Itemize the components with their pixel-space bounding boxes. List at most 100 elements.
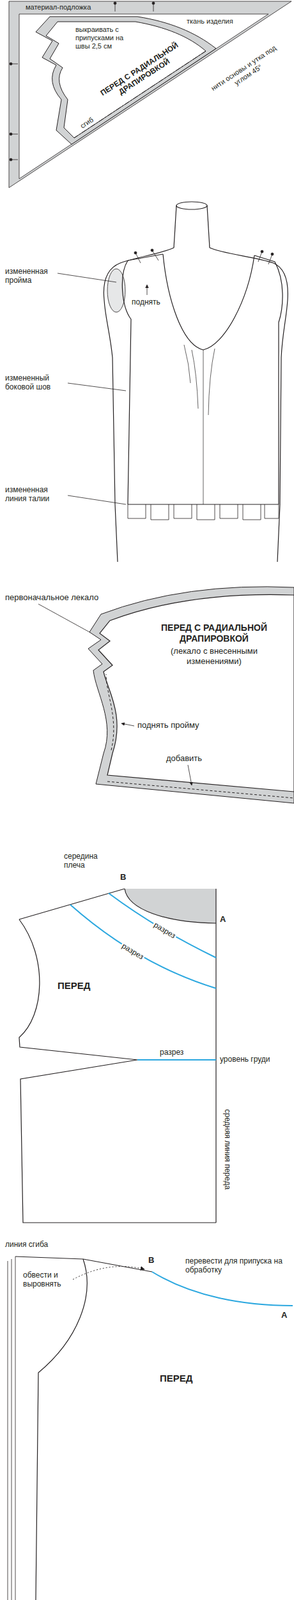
material-label: материал-подложка xyxy=(25,3,91,12)
dress-form xyxy=(207,205,210,248)
line-label: средняя линия переда xyxy=(223,1110,233,1191)
pattern-title: ПЕРЕД xyxy=(57,981,91,993)
trace-arrow xyxy=(72,1268,145,1281)
garment-fabric xyxy=(19,14,269,179)
pattern-subtitle: (лекало с внесенными изменениями) xyxy=(150,646,279,667)
pin xyxy=(113,1,117,5)
dress-form xyxy=(103,247,174,563)
facing-line xyxy=(152,1273,293,1308)
draped-bodice xyxy=(203,350,204,505)
pin xyxy=(135,253,141,264)
leader-line xyxy=(57,273,147,505)
dress-form xyxy=(173,205,177,248)
pattern-title: ПЕРЕД С РАДИАЛЬНОЙ ДРАПИРОВКОЙ xyxy=(150,623,279,645)
leader-line xyxy=(57,273,117,283)
draped-bodice xyxy=(191,350,199,410)
leader-line xyxy=(38,604,90,633)
front-pattern xyxy=(15,1257,153,1274)
callout-label: измененная пройма xyxy=(5,267,63,286)
point-note: середина плеча xyxy=(63,852,116,872)
level-label: уровень груди xyxy=(219,1055,271,1065)
front-pattern xyxy=(15,1257,153,1600)
callout-label: перевести для припуска на обработку xyxy=(185,1257,288,1277)
callout-label: первоначальное лекало xyxy=(5,593,99,604)
pin xyxy=(260,250,264,254)
fold-line xyxy=(11,1260,13,1600)
fold-line xyxy=(7,1257,16,1600)
draped-bodice xyxy=(122,260,132,505)
slash-label: разрез xyxy=(119,941,147,964)
callout-label: измененная линия талии xyxy=(5,485,70,505)
draped-bodice xyxy=(122,254,283,521)
pattern-piece xyxy=(46,21,206,139)
backing-material xyxy=(8,1,292,188)
pin xyxy=(268,254,273,265)
fabric-label: ткань изделия xyxy=(186,17,234,26)
callout-label: добавить xyxy=(166,754,202,765)
leader-line xyxy=(187,765,192,787)
point-letter: A xyxy=(219,915,226,926)
slash-line xyxy=(70,905,217,990)
original-pattern xyxy=(88,587,294,805)
draped-bodice xyxy=(127,504,279,521)
garment-fabric xyxy=(19,14,269,179)
facing-line xyxy=(152,1273,293,1308)
pin xyxy=(9,62,13,66)
pin xyxy=(152,1,155,5)
original-pattern xyxy=(88,587,294,805)
pin xyxy=(9,132,13,136)
leader-line xyxy=(67,495,126,505)
point-letter: A xyxy=(281,1311,287,1322)
seam-allowance xyxy=(35,16,217,145)
backing-material xyxy=(8,1,292,188)
front-bodice xyxy=(215,889,217,1224)
dress-form xyxy=(176,201,208,210)
corrected-pattern xyxy=(107,782,294,799)
cutting-note: выкраивать с припусками на швы 2,5 см xyxy=(75,25,135,52)
line-label: линия сгиба xyxy=(5,1241,48,1251)
pattern-piece xyxy=(46,21,206,139)
callout-label: поднять xyxy=(131,297,161,307)
pin xyxy=(134,249,274,265)
pin xyxy=(134,251,137,255)
callout-label: поднять пройму xyxy=(137,720,199,732)
fold-line xyxy=(7,1262,9,1600)
front-pattern xyxy=(35,1260,87,1600)
leader-line xyxy=(147,285,148,296)
slash-label: разрез xyxy=(159,1048,184,1058)
point-letter: B xyxy=(148,1256,155,1267)
pin xyxy=(270,253,274,256)
corrected-pattern xyxy=(106,674,114,751)
draped-bodice xyxy=(162,254,255,351)
draped-bodice xyxy=(208,348,215,416)
trace-arrow xyxy=(72,1268,145,1281)
pin xyxy=(9,158,13,162)
draped-bodice xyxy=(254,255,283,505)
point-letter: B xyxy=(120,873,126,884)
front-bodice xyxy=(124,889,217,925)
front-bodice xyxy=(19,889,217,1224)
leader-line xyxy=(67,383,126,392)
slash-label: разрез xyxy=(151,920,179,943)
pin xyxy=(258,251,263,263)
dress-form xyxy=(103,201,288,563)
slash-line xyxy=(137,1060,217,1062)
pattern-title: ПЕРЕД xyxy=(159,1374,193,1386)
seam-allowance xyxy=(35,16,217,145)
dress-form xyxy=(209,247,288,563)
front-bodice xyxy=(19,920,217,1224)
callout-label: измененный боковой шов xyxy=(5,373,70,393)
corrected-pattern xyxy=(98,595,294,793)
draped-bodice xyxy=(184,345,191,384)
pin xyxy=(150,249,154,252)
neck-extension xyxy=(124,889,217,925)
fold-line xyxy=(15,1257,16,1600)
callout-label: обвести и выровнять xyxy=(23,1271,72,1291)
slash-line xyxy=(70,894,217,1061)
corrected-pattern xyxy=(98,595,294,799)
leader-line xyxy=(121,724,135,727)
neck-extension xyxy=(124,889,217,925)
pin xyxy=(152,250,159,261)
